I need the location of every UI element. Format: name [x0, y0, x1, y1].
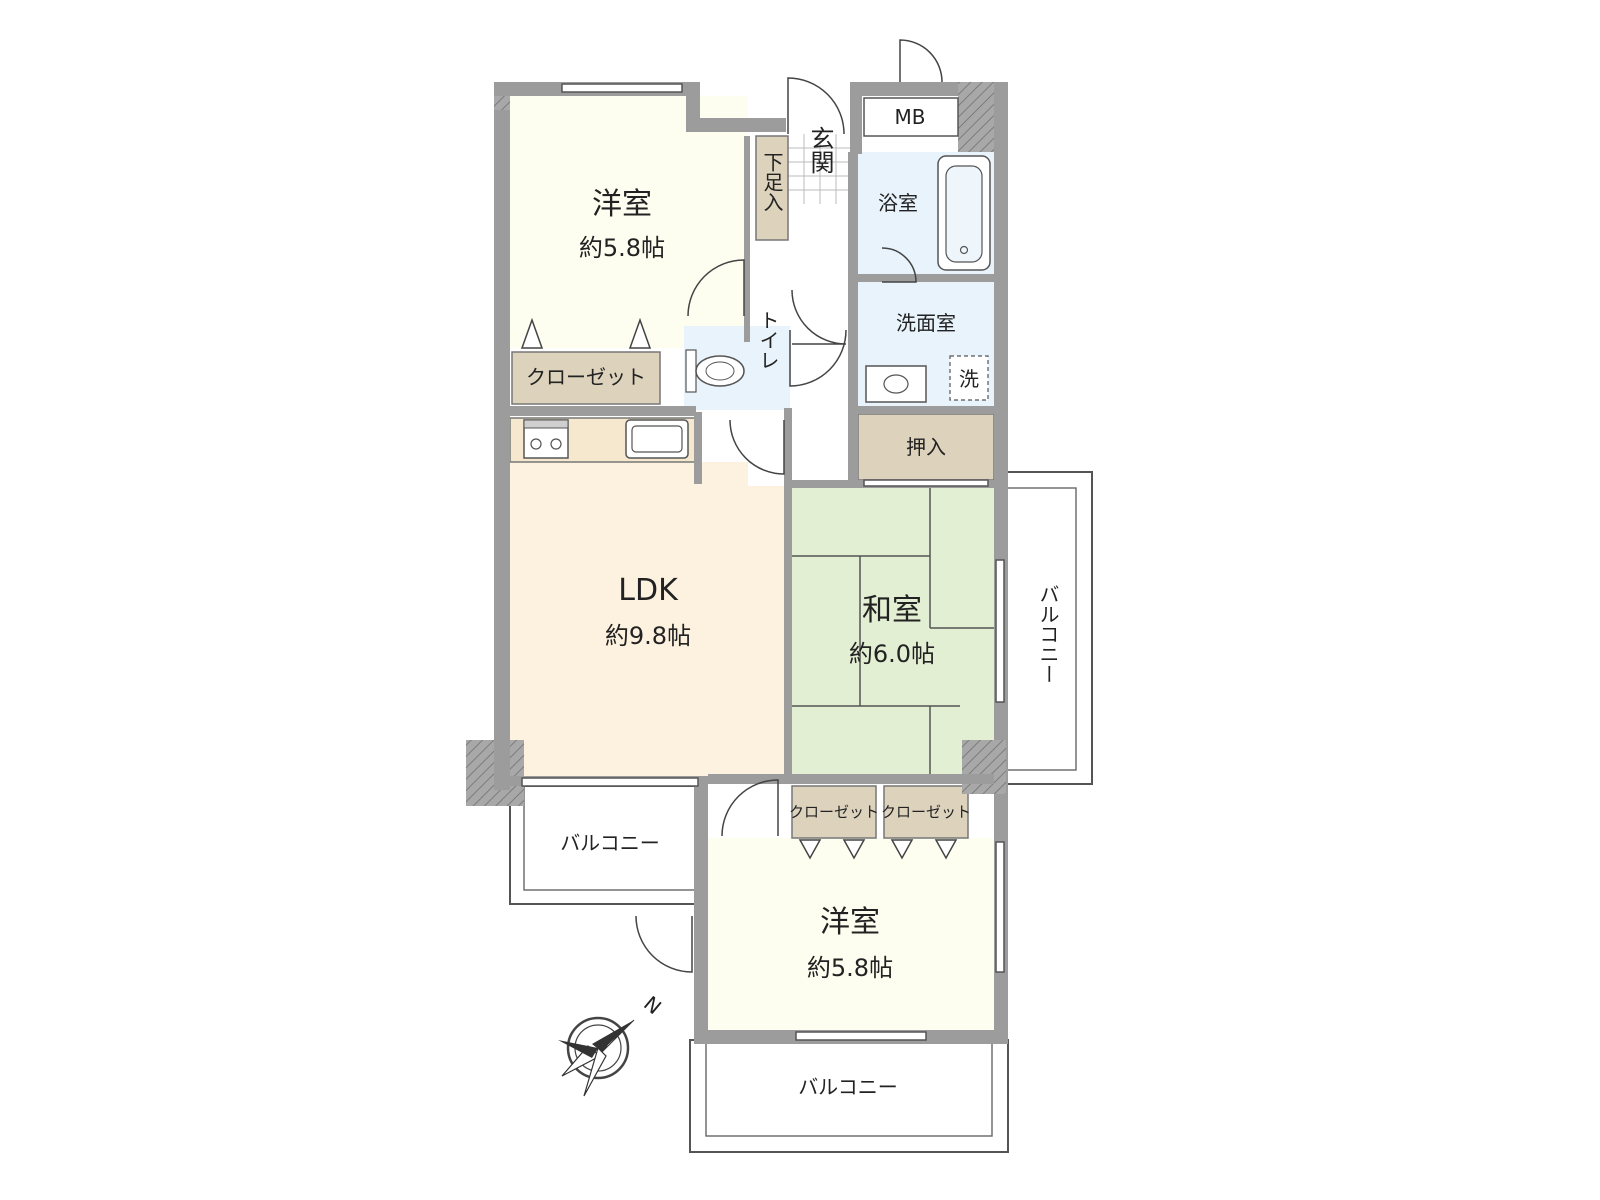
entrance-tiles [788, 134, 850, 204]
closet-2-label: クローゼット [789, 803, 879, 821]
western-2-name: 洋室 [820, 905, 880, 940]
bath-name: 浴室 [878, 191, 918, 215]
shoe-storage-label: 下足入 [760, 152, 784, 212]
kitchen-sink-icon [625, 419, 689, 459]
room-washitsu-floor [790, 486, 994, 774]
ldk-name: LDK [618, 573, 679, 608]
tatami-lines [790, 486, 994, 774]
washroom-name: 洗面室 [896, 311, 956, 335]
balcony-south-west-label: バルコニー [560, 831, 660, 855]
room-western-2-floor [708, 838, 994, 1034]
mb-label: MB [895, 105, 926, 129]
western-1-name: 洋室 [592, 187, 652, 222]
bathtub-icon [937, 155, 991, 271]
closet-door-marks [520, 317, 958, 860]
washer-label: 洗 [959, 367, 979, 391]
closet-1 [511, 351, 661, 405]
compass-label: N [639, 991, 666, 1019]
ldk-size: 約9.8帖 [605, 622, 691, 650]
washitsu-size: 約6.0帖 [849, 640, 935, 668]
closet-2 [791, 785, 877, 839]
mb-box [863, 97, 959, 137]
entrance-name: 玄関 [806, 126, 834, 174]
washitsu-name: 和室 [862, 593, 922, 628]
north-arrow-icon [558, 1016, 635, 1097]
shoe-storage [755, 135, 789, 241]
oshiire-label: 押入 [906, 435, 946, 459]
toilet-icon [685, 349, 745, 393]
closet-1-label: クローゼット [526, 365, 646, 389]
stove-icon [523, 419, 569, 459]
sink-icon [865, 365, 927, 403]
balcony-south-label: バルコニー [798, 1075, 898, 1099]
toilet-name: トイレ [756, 310, 780, 370]
doors [635, 39, 943, 973]
closet-3 [883, 785, 969, 839]
windows [521, 83, 1005, 1041]
closet-3-label: クローゼット [881, 803, 971, 821]
balcony-east-label: バルコニー [1036, 584, 1060, 684]
western-2-size: 約5.8帖 [807, 954, 893, 982]
room-western-1-floor [510, 96, 748, 348]
washer-space [949, 355, 989, 401]
walls [466, 82, 1008, 1044]
western-1-size: 約5.8帖 [579, 234, 665, 262]
room-ldk-floor [510, 462, 786, 776]
entrance-floor [788, 134, 850, 204]
